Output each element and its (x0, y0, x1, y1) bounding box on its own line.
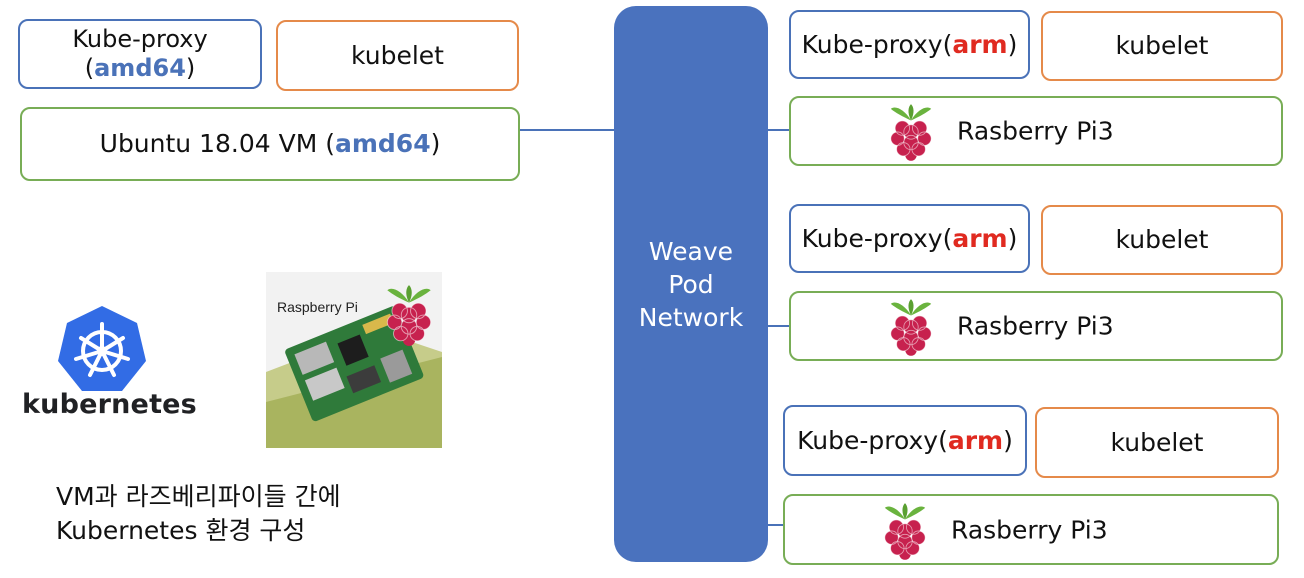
device-label: Rasberry Pi3 (957, 116, 1114, 146)
vm-label-suffix: ) (430, 129, 441, 159)
device-label: Rasberry Pi3 (957, 311, 1114, 341)
connector-vm-weave (520, 129, 614, 131)
raspberry-pi-photo: Raspberry Pi (266, 272, 442, 448)
kube-proxy-label: Kube-proxy( (797, 425, 948, 455)
kube-proxy-suffix: ) (1007, 29, 1018, 59)
kubelet-box-pi: kubelet (1041, 205, 1283, 275)
kube-proxy-box-arm: Kube-proxy(arm) (783, 405, 1027, 476)
raspberry-pi-icon (881, 500, 929, 560)
raspberry-pi-box: Rasberry Pi3 (789, 291, 1283, 361)
arch-label-arm: arm (952, 29, 1008, 59)
kubernetes-wordmark: kubernetes (22, 389, 197, 420)
kube-proxy-suffix: ) (1007, 223, 1018, 253)
vm-arch-label: amd64 (334, 129, 431, 159)
weave-line1: Weave (648, 236, 734, 266)
kubelet-box-pi: kubelet (1035, 407, 1279, 478)
kubelet-label: kubelet (1115, 31, 1209, 61)
kube-proxy-label: Kube-proxy( (801, 29, 953, 59)
caption: VM과 라즈베리파이들 간에 Kubernetes 환경 구성 (56, 480, 341, 548)
kube-proxy-box-arm: Kube-proxy(arm) (789, 204, 1030, 273)
kubernetes-logo-icon (58, 306, 146, 391)
kubelet-label: kubelet (351, 40, 444, 70)
raspberry-pi-icon (887, 296, 935, 356)
connector-weave-pi2 (768, 325, 789, 327)
arch-label-arm: arm (952, 223, 1008, 253)
raspberry-pi-photo-title: Raspberry Pi (277, 299, 358, 315)
connector-weave-pi3 (768, 524, 783, 526)
kube-proxy-box-arm: Kube-proxy(arm) (789, 10, 1030, 79)
kube-proxy-suffix: ) (1003, 425, 1013, 455)
caption-line2: Kubernetes 환경 구성 (56, 515, 306, 545)
kube-proxy-label: Kube-proxy( (801, 223, 953, 253)
weave-line3: Network (638, 302, 744, 332)
kubelet-label: kubelet (1115, 225, 1209, 255)
raspberry-pi-icon (887, 101, 935, 161)
connector-weave-pi1 (768, 129, 789, 131)
weave-line2: Pod (668, 269, 714, 299)
kube-proxy-box-amd64: Kube-proxy (amd64) (18, 19, 262, 89)
weave-pod-network: Weave Pod Network (614, 6, 768, 562)
kubelet-box-pi: kubelet (1041, 11, 1283, 81)
caption-line1: VM과 라즈베리파이들 간에 (56, 482, 341, 511)
arch-label-amd64: amd64 (94, 54, 186, 82)
raspberry-pi-box: Rasberry Pi3 (789, 96, 1283, 166)
kube-proxy-label: Kube-proxy (72, 24, 208, 53)
device-label: Rasberry Pi3 (951, 514, 1108, 544)
vm-label: Ubuntu 18.04 VM ( (99, 129, 335, 159)
arch-label-arm: arm (947, 425, 1004, 455)
raspberry-pi-box: Rasberry Pi3 (783, 494, 1279, 565)
kubelet-label: kubelet (1110, 427, 1204, 457)
raspberry-pi-logo-icon (383, 282, 435, 346)
kubelet-box-vm: kubelet (276, 20, 519, 91)
raspberry-pi-board-illustration (266, 306, 442, 448)
ubuntu-vm-box: Ubuntu 18.04 VM (amd64) (20, 107, 520, 181)
